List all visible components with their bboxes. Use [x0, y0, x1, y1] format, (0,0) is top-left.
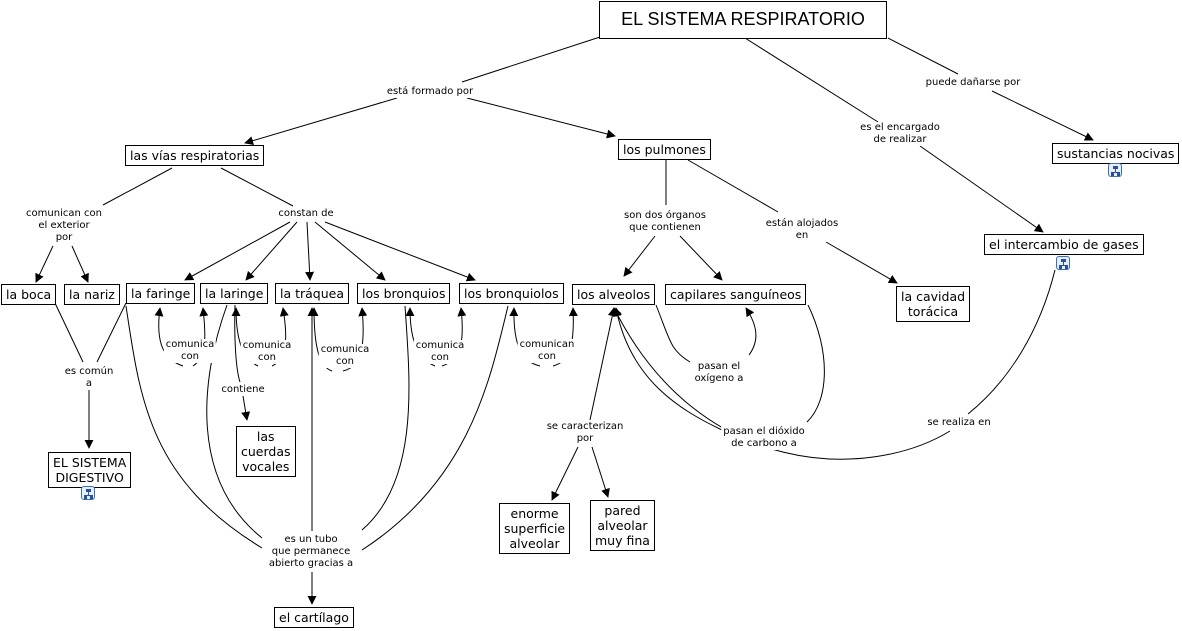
line	[96, 302, 127, 363]
line	[154, 307, 184, 367]
link-label-dioxido: pasan el dióxido de carbono a	[721, 426, 807, 450]
concept-laringe[interactable]: la laringe	[200, 283, 269, 304]
line	[234, 304, 241, 383]
line	[361, 305, 509, 551]
link-label-comunican: comunican con	[517, 339, 577, 363]
concept-sustancias-nocivas[interactable]: sustancias nocivas	[1052, 143, 1180, 164]
line	[613, 307, 723, 431]
line	[35, 245, 54, 283]
concept-pulmones[interactable]: los pulmones	[618, 139, 711, 160]
line	[991, 90, 1094, 141]
line	[655, 304, 691, 363]
link-label-danarse: puede dañarse por	[923, 77, 1023, 89]
line	[125, 305, 263, 549]
concept-sistema-digestivo[interactable]: EL SISTEMA DIGESTIVO	[48, 452, 132, 488]
line	[324, 221, 476, 282]
link-label-exterior: comunican con el exterior por	[24, 208, 104, 244]
line	[206, 304, 263, 539]
concept-boca[interactable]: la boca	[1, 284, 57, 305]
link-label-oxigeno: pasan el oxígeno a	[692, 361, 746, 385]
line	[745, 307, 757, 356]
line	[102, 167, 173, 206]
link-label-comunica-1: comunica con	[163, 339, 217, 363]
concept-pared-alveolar[interactable]: pared alveolar muy fina	[590, 500, 655, 551]
concept-superficie-alveolar[interactable]: enorme superficie alveolar	[499, 503, 571, 554]
line	[551, 446, 579, 501]
line	[461, 36, 601, 83]
concept-map-link-icon[interactable]	[81, 486, 95, 500]
link-label-tubo: es un tubo que permanece abierto gracias…	[266, 534, 356, 570]
line	[244, 97, 398, 146]
link-label-comunica-4: comunica con	[413, 340, 467, 364]
link-label-contiene: contiene	[219, 384, 267, 396]
concept-nariz[interactable]: la nariz	[64, 284, 120, 305]
link-label-caracterizan: se caracterizan por	[544, 421, 626, 445]
concept-vias-respiratorias[interactable]: las vías respiratorias	[125, 145, 265, 166]
concept-faringe[interactable]: la faringe	[126, 283, 196, 304]
line	[314, 221, 386, 281]
line	[220, 167, 294, 207]
concept-sistema-respiratorio[interactable]: EL SISTEMA RESPIRATORIO	[599, 1, 887, 39]
link-label-constan: constan de	[276, 208, 336, 220]
link-label-comunica-2: comunica con	[240, 340, 294, 364]
concept-map-link-icon[interactable]	[1108, 163, 1122, 177]
concept-map-link-icon[interactable]	[1056, 256, 1070, 270]
link-label-organos: son dos órganos que contienen	[622, 210, 708, 234]
line	[919, 145, 1044, 233]
line	[54, 302, 84, 363]
line	[589, 307, 617, 421]
concept-alveolos[interactable]: los alveolos	[572, 284, 656, 305]
line	[305, 221, 315, 281]
line	[825, 241, 898, 284]
concept-bronquiolos[interactable]: los bronquiolos	[459, 283, 564, 304]
concept-bronquios[interactable]: los bronquios	[357, 283, 451, 304]
concept-cavidad-toracica[interactable]: la cavidad torácica	[896, 286, 971, 322]
concept-intercambio-gases[interactable]: el intercambio de gases	[984, 234, 1144, 255]
line	[887, 37, 959, 75]
link-label-comunica-3: comunica con	[318, 344, 372, 368]
line	[245, 221, 298, 281]
line	[744, 37, 879, 123]
link-label-comun: es común a	[62, 366, 116, 390]
concept-cartilago[interactable]: el cartílago	[274, 607, 354, 628]
line	[613, 307, 951, 460]
line	[361, 305, 410, 531]
link-label-alojados: están alojados en	[763, 218, 841, 242]
concept-traquea[interactable]: la tráquea	[275, 283, 350, 304]
line	[591, 446, 610, 498]
line	[309, 307, 333, 372]
line	[806, 304, 825, 423]
line	[687, 159, 779, 213]
line	[967, 269, 1056, 415]
line	[623, 235, 656, 277]
link-label-realiza: se realiza en	[925, 417, 993, 429]
concept-cuerdas-vocales[interactable]: las cuerdas vocales	[236, 426, 296, 477]
line	[679, 235, 723, 281]
line	[184, 221, 291, 281]
link-label-encargado: es el encargado de realizar	[858, 122, 942, 146]
line	[466, 97, 616, 139]
link-label-formado: está formado por	[384, 86, 476, 98]
line	[241, 395, 251, 421]
concept-capilares[interactable]: capilares sanguíneos	[665, 284, 807, 305]
line	[71, 245, 89, 283]
